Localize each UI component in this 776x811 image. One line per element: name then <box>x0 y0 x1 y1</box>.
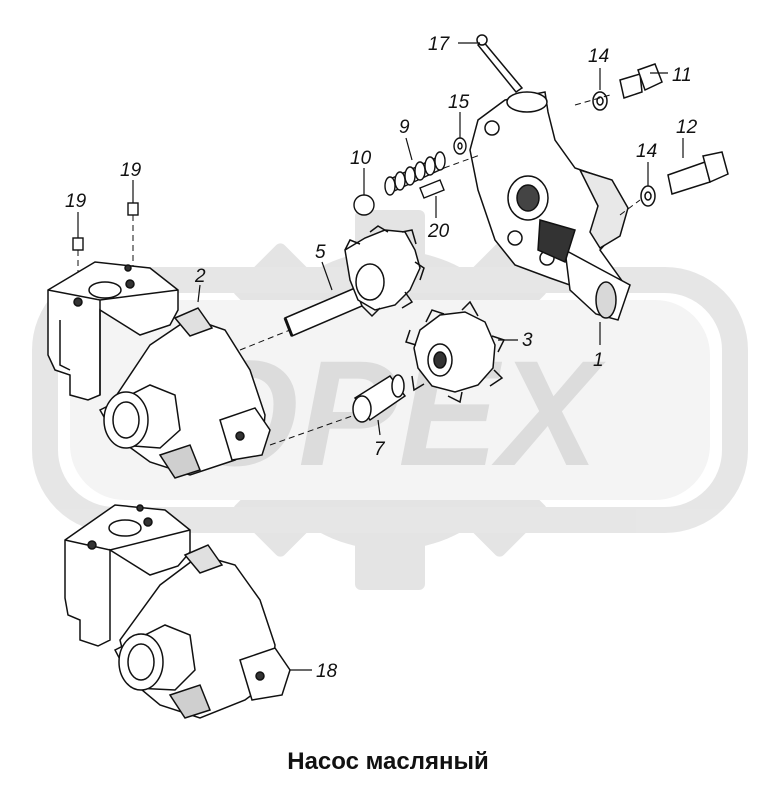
valve-pin <box>419 179 445 199</box>
label-5: 5 <box>315 242 326 263</box>
label-9: 9 <box>399 117 410 138</box>
label-1: 1 <box>593 350 604 371</box>
label-20: 20 <box>427 221 450 242</box>
pump-housing <box>47 261 271 479</box>
pump-housing-assembly <box>64 504 291 719</box>
driven-gear <box>405 300 506 404</box>
set-screw-right <box>127 202 139 216</box>
set-screw-left <box>72 237 84 251</box>
label-19-left: 19 <box>65 191 87 212</box>
leader-lines <box>77 42 684 671</box>
pump-cover <box>469 91 631 321</box>
label-12: 12 <box>676 117 698 138</box>
drive-gear-shaft <box>283 225 425 337</box>
spring-washer <box>453 137 467 155</box>
valve-spring <box>384 151 446 196</box>
label-2: 2 <box>194 266 206 287</box>
cotter-pin <box>476 34 524 94</box>
label-18: 18 <box>316 661 338 682</box>
label-10: 10 <box>350 148 372 169</box>
callout-labels: 17 14 11 15 9 12 10 14 19 19 20 5 2 3 1 … <box>65 34 698 682</box>
label-14-lower: 14 <box>636 141 657 162</box>
label-7: 7 <box>374 439 386 460</box>
valve-ball <box>353 194 375 216</box>
gear-axle <box>352 374 407 423</box>
label-15: 15 <box>448 92 470 113</box>
label-17: 17 <box>428 34 451 55</box>
label-19-right: 19 <box>120 160 142 181</box>
label-3: 3 <box>522 330 533 351</box>
diagram-caption: Насос масляный <box>287 748 489 775</box>
bolt-upper <box>592 63 663 111</box>
label-11: 11 <box>672 65 692 86</box>
label-14-upper: 14 <box>588 46 609 67</box>
bolt-lower <box>640 151 729 207</box>
